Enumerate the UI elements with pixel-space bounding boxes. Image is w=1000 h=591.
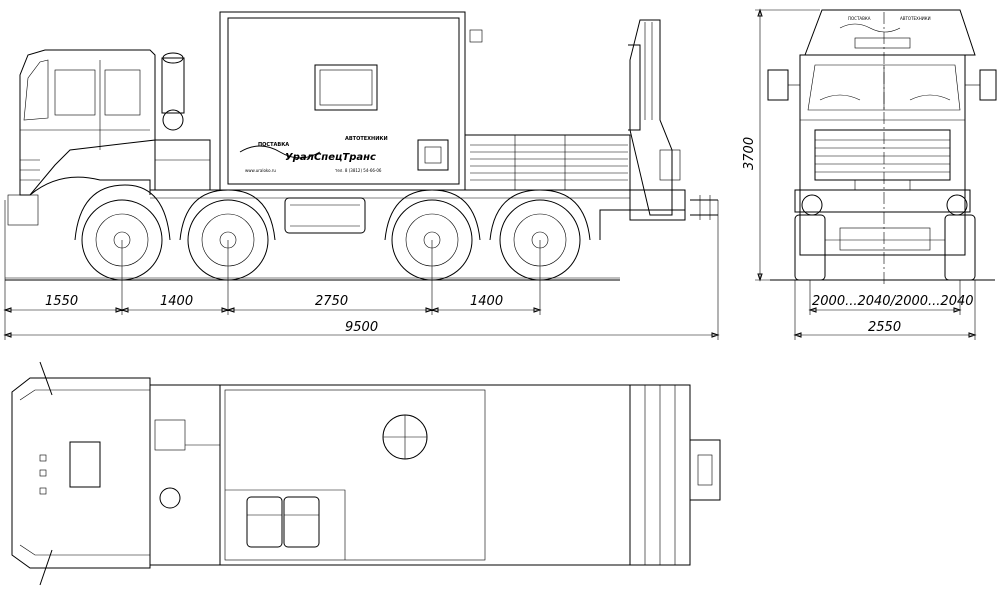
crane-top	[629, 384, 721, 566]
fuel-tank	[284, 197, 366, 234]
dim-front-overhang: 1550	[45, 294, 78, 309]
dim-overall-width: 2550	[868, 320, 901, 335]
dim-track: 2000...2040/2000...2040	[812, 294, 974, 309]
equipment-box	[464, 134, 631, 191]
dim-wheelbase-2: 2750	[315, 294, 348, 309]
top-view	[11, 361, 721, 586]
body-label-phone: тел. 8 (3812) 54-66-06	[335, 168, 382, 173]
front-view: ПОСТАВКА АВТОТЕХНИКИ	[742, 8, 997, 340]
side-view: ПОСТАВКА АВТОТЕХНИКИ УралСпецТранс www.u…	[3, 11, 720, 340]
seats-top	[246, 496, 320, 548]
dim-wheelbase-1: 1400	[160, 294, 193, 309]
front-body-label-supply: ПОСТАВКА	[848, 16, 871, 21]
van-body: ПОСТАВКА АВТОТЕХНИКИ УралСпецТранс www.u…	[219, 11, 483, 191]
front-body-label-category: АВТОТЕХНИКИ	[900, 16, 931, 21]
dim-wheelbase-3: 1400	[470, 294, 503, 309]
dim-overall-height: 3700	[742, 137, 757, 170]
body-label-category: АВТОТЕХНИКИ	[345, 136, 388, 142]
dim-overall-length: 9500	[345, 320, 378, 335]
body-label-brand: УралСпецТранс	[285, 152, 376, 163]
wheels-side	[81, 199, 581, 281]
side-dimensions	[3, 200, 720, 340]
cab-side	[7, 49, 156, 226]
air-intake	[154, 52, 211, 191]
body-label-website: www.uraloko.ru	[245, 168, 276, 173]
body-label-supply: ПОСТАВКА	[258, 142, 289, 148]
front-dimensions	[755, 8, 977, 340]
